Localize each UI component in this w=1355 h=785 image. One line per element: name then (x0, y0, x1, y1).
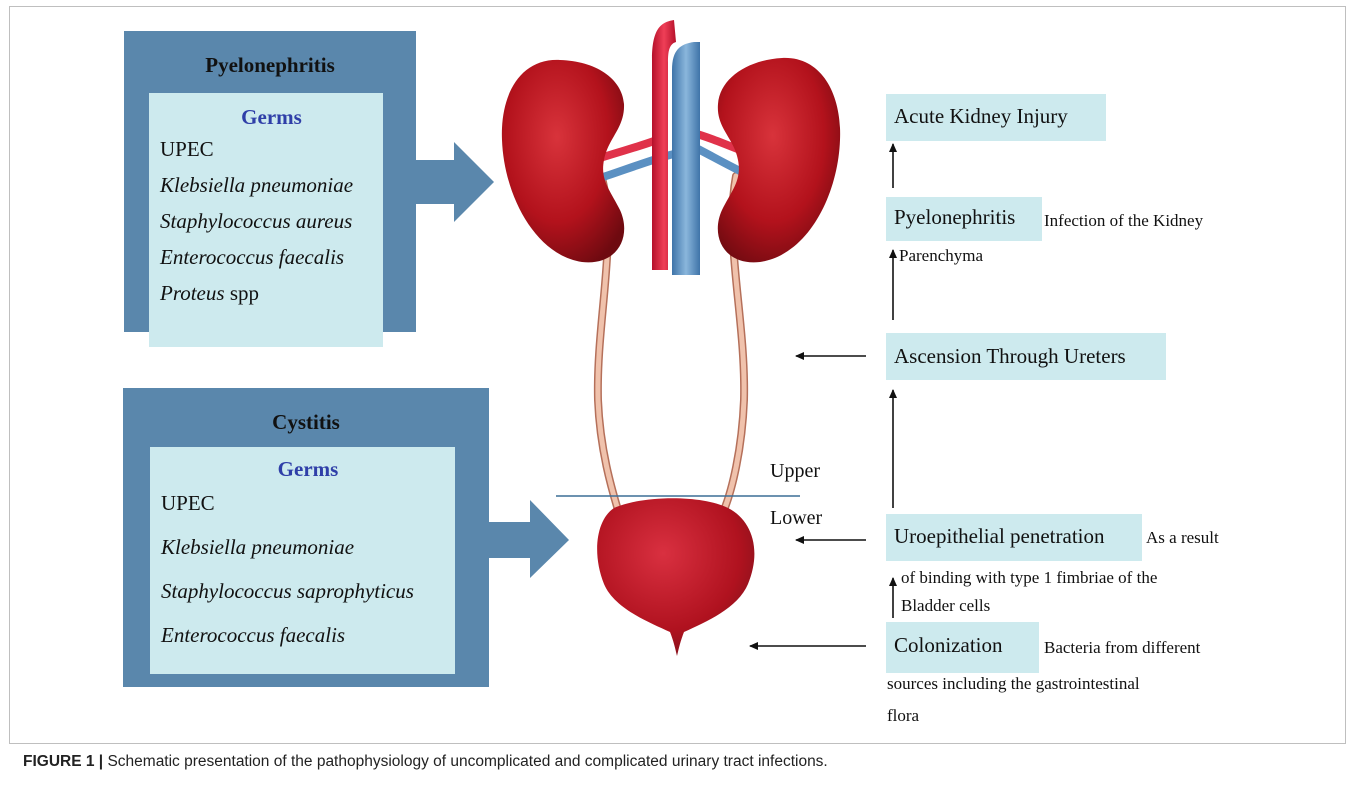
upper-label: Upper (770, 460, 820, 483)
colonization-note-line2: sources including the gastrointestinal (887, 670, 1140, 698)
uroepithelial-note-line3: Bladder cells (901, 592, 990, 620)
left-kidney (502, 60, 624, 262)
figure-caption: FIGURE 1 | Schematic presentation of the… (23, 753, 828, 771)
step-colonization: Colonization (886, 622, 1039, 673)
colonization-note-line3: flora (887, 702, 919, 730)
renal-vessels (600, 132, 742, 178)
uroepithelial-note-line2: of binding with type 1 fimbriae of the (901, 564, 1157, 592)
step-pyelonephritis: Pyelonephritis (886, 197, 1042, 241)
right-kidney (718, 58, 840, 262)
uroepithelial-note-line1: As a result (1146, 524, 1219, 552)
pyelonephritis-note-line1: Infection of the Kidney (1044, 207, 1203, 235)
step-ascension: Ascension Through Ureters (886, 333, 1166, 380)
cystitis-block-arrow (489, 500, 569, 578)
step-acute-kidney-injury: Acute Kidney Injury (886, 94, 1106, 141)
pyelonephritis-note-line2: Parenchyma (899, 242, 983, 270)
pyelonephritis-block-arrow (416, 142, 494, 222)
caption-text: Schematic presentation of the pathophysi… (103, 753, 828, 770)
lower-label: Lower (770, 507, 822, 530)
bladder (597, 498, 754, 656)
great-vessels (652, 20, 700, 275)
step-uroepithelial: Uroepithelial penetration (886, 514, 1142, 561)
colonization-note-line1: Bacteria from different (1044, 634, 1200, 662)
figure-label: FIGURE 1 | (23, 753, 103, 770)
